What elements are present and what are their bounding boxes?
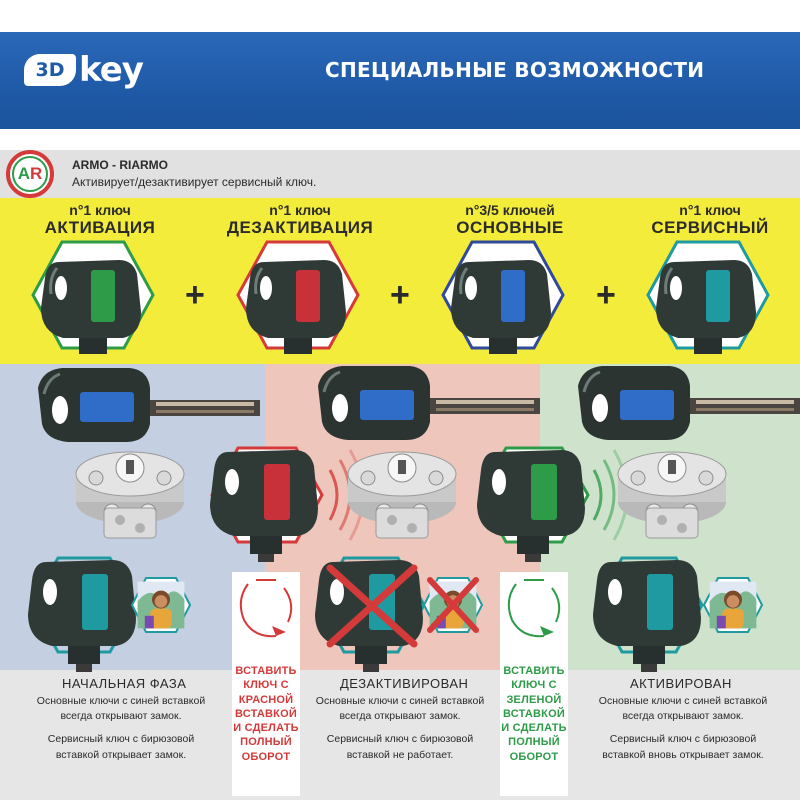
key-count: n°1 ключ [269, 202, 331, 218]
main-key-blue-icon [316, 364, 542, 442]
key-type-main: n°3/5 ключей ОСНОВНЫЕ [420, 202, 600, 238]
key-type-deactivation: n°1 ключ ДЕЗАКТИВАЦИЯ [210, 202, 390, 238]
key-label: ДЕЗАКТИВАЦИЯ [226, 218, 374, 238]
instruction-line: КРАСНОЙ [238, 693, 294, 706]
cross-icon [427, 577, 479, 633]
key-label: АКТИВАЦИЯ [44, 218, 156, 238]
page-title: СПЕЦИАЛЬНЫЕ ВОЗМОЖНОСТИ [325, 58, 705, 82]
desc-line: Основные ключи с синей вставкой [598, 695, 768, 707]
desc-line: вставкой вновь открывает замок. [602, 748, 764, 761]
key-label: ОСНОВНЫЕ [456, 218, 564, 238]
ar-strip [0, 150, 800, 198]
instruction-line: КЛЮЧ С [243, 679, 289, 692]
phase-title-deactivated: ДЕЗАКТИВИРОВАН [340, 676, 469, 691]
logo-3d-mark: 3D [24, 54, 76, 86]
instruction-line: КЛЮЧ С [511, 679, 557, 692]
instruction-line: ОБОРОТ [241, 750, 291, 763]
phase-title-initial: НАЧАЛЬНАЯ ФАЗА [62, 676, 187, 691]
desc-line: Сервисный ключ с бирюзовой [326, 733, 474, 746]
service-key-turquoise-icon [593, 560, 701, 672]
lock-cylinder-icon [75, 451, 185, 539]
blue-key-head-icon [449, 258, 553, 356]
main-key-blue-icon [576, 364, 800, 442]
desc-line: всегда открывают замок. [60, 710, 182, 723]
ar-badge-r: R [30, 164, 43, 183]
child-icon [709, 581, 757, 629]
red-key-head-icon [210, 450, 318, 562]
key-type-activation: n°1 ключ АКТИВАЦИЯ [10, 202, 190, 238]
brand-logo: 3D key [24, 50, 144, 90]
plus-sign: + [185, 276, 205, 314]
turquoise-key-head-icon [654, 258, 758, 356]
ar-badge-a: A [17, 164, 30, 183]
signal-wave-icon [592, 469, 603, 521]
phase-desc-initial: Основные ключи с синей вставкой всегда о… [14, 694, 228, 763]
signal-wave-icon [328, 469, 339, 521]
instruction-red: ВСТАВИТЬ КЛЮЧ С КРАСНОЙ ВСТАВКОЙ И СДЕЛА… [232, 664, 300, 764]
instruction-line: И СДЕЛАТЬ [233, 722, 299, 735]
instruction-line: ВСТАВКОЙ [503, 707, 565, 720]
lock-cylinder-icon [347, 451, 457, 539]
instruction-line: ВСТАВИТЬ [235, 665, 297, 677]
desc-line: Сервисный ключ с бирюзовой [609, 733, 757, 746]
instruction-line: ПОЛНЫЙ [240, 736, 292, 749]
green-key-head-icon [39, 258, 143, 356]
plus-sign: + [390, 276, 410, 314]
instruction-bg [232, 572, 300, 796]
rotate-arrow-green-icon [507, 579, 561, 638]
main-key-blue-icon [36, 366, 262, 444]
desc-line: Основные ключи с синей вставкой [315, 695, 485, 707]
key-count: n°1 ключ [679, 202, 741, 218]
desc-line: вставкой открывает замок. [55, 748, 187, 761]
instruction-line: ПОЛНЫЙ [508, 736, 560, 749]
lock-cylinder-icon [617, 451, 727, 539]
red-key-head-icon [244, 258, 348, 356]
key-count: n°1 ключ [69, 202, 131, 218]
desc-line: всегда открывают замок. [339, 710, 461, 723]
green-key-head-icon [477, 450, 585, 562]
logo-key-text: key [79, 50, 144, 90]
phase-desc-activated: Основные ключи с синей вставкой всегда о… [572, 694, 794, 763]
instruction-line: ВСТАВИТЬ [503, 665, 565, 677]
ar-title: ARMO - RIARMO [72, 158, 168, 172]
instruction-bg [500, 572, 568, 796]
rotate-arrow-red-icon [239, 579, 293, 638]
phase-title-activated: АКТИВИРОВАН [630, 676, 732, 691]
desc-line: вставкой не работает. [346, 748, 454, 761]
instruction-line: ВСТАВКОЙ [235, 707, 297, 720]
header-bar [0, 32, 800, 129]
cross-icon [326, 564, 418, 648]
instruction-green: ВСТАВИТЬ КЛЮЧ С ЗЕЛЕНОЙ ВСТАВКОЙ И СДЕЛА… [500, 664, 568, 764]
instruction-line: И СДЕЛАТЬ [501, 722, 567, 735]
desc-line: Основные ключи с синей вставкой [36, 695, 206, 707]
desc-line: Сервисный ключ с бирюзовой [47, 733, 195, 746]
key-count: n°3/5 ключей [465, 202, 555, 218]
instruction-line: ОБОРОТ [509, 750, 559, 763]
instruction-line: ЗЕЛЕНОЙ [506, 693, 562, 706]
descriptions-area [0, 670, 800, 800]
ar-subtitle: Активирует/дезактивирует сервисный ключ. [72, 175, 317, 189]
key-label: СЕРВИСНЫЙ [651, 218, 769, 238]
plus-sign: + [596, 276, 616, 314]
phase-desc-deactivated: Основные ключи с синей вставкой всегда о… [300, 694, 500, 763]
service-key-turquoise-icon [28, 560, 136, 672]
key-type-service: n°1 ключ СЕРВИСНЫЙ [620, 202, 800, 238]
desc-line: всегда открывают замок. [622, 710, 744, 723]
child-icon [137, 581, 185, 629]
